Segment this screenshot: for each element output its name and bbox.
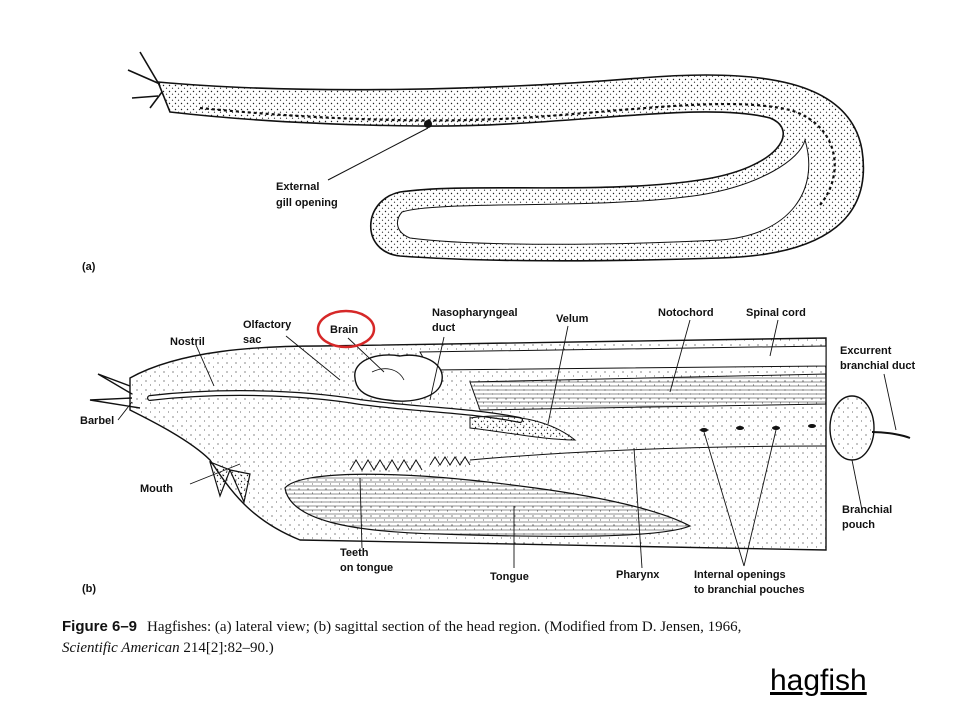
figure-caption: Figure 6–9 Hagfishes: (a) lateral view; (…: [62, 616, 762, 659]
label-excurrent-branchial-duct-1: Excurrent: [840, 345, 892, 357]
label-teeth-on-tongue-1: Teeth: [340, 547, 369, 559]
teeth: [349, 456, 471, 471]
label-spinal-cord: Spinal cord: [746, 307, 806, 319]
velum: [469, 415, 577, 441]
label-branchial-pouch-2: pouch: [842, 519, 875, 531]
label-mouth: Mouth: [140, 483, 173, 495]
label-notochord: Notochord: [658, 307, 714, 319]
label-olfactory-sac-2: sac: [243, 334, 261, 346]
label-panel-a: (a): [82, 261, 96, 273]
label-olfactory-sac-1: Olfactory: [243, 319, 292, 331]
label-nasopharyngeal-duct-2: duct: [432, 322, 456, 334]
label-brain: Brain: [330, 324, 358, 336]
brain-highlight-circle: [316, 309, 376, 349]
label-pharynx: Pharynx: [616, 569, 660, 581]
label-external-gill-opening-1: External: [276, 181, 319, 193]
section-barbels: [89, 373, 141, 409]
brain: [354, 354, 443, 402]
head-barbels: [127, 51, 163, 109]
label-internal-openings-1: Internal openings: [694, 569, 786, 581]
tail-fin: [397, 138, 810, 245]
label-nostril: Nostril: [170, 336, 205, 348]
notochord: [469, 373, 827, 411]
figure-number: Figure 6–9: [62, 618, 138, 635]
gill-opening-leader: [327, 127, 429, 181]
mouth-tentacles: [209, 460, 251, 504]
label-panel-b: (b): [82, 583, 96, 595]
label-branchial-pouch-1: Branchial: [842, 504, 892, 516]
label-velum: Velum: [556, 313, 589, 325]
label-internal-openings-2: to branchial pouches: [694, 584, 805, 596]
slide-title: hagfish: [770, 664, 867, 697]
label-tongue: Tongue: [490, 571, 529, 583]
caption-source-italic: Scientific American: [62, 640, 180, 656]
gill-opening: [424, 120, 432, 128]
excurrent-duct: [871, 431, 911, 439]
pharynx: [469, 445, 827, 461]
internal-openings: [700, 424, 816, 432]
label-external-gill-opening-2: gill opening: [276, 197, 338, 209]
label-nasopharyngeal-duct-1: Nasopharyngeal: [432, 307, 518, 319]
lateral-view-panel: External gill opening (a): [82, 51, 865, 273]
label-teeth-on-tongue-2: on tongue: [340, 562, 393, 574]
label-barbel: Barbel: [80, 415, 114, 427]
caption-text: Hagfishes: (a) lateral view; (b) sagitta…: [147, 619, 742, 635]
tongue: [284, 473, 692, 537]
pore-row: [199, 102, 836, 206]
branchial-pouch: [829, 395, 875, 461]
sagittal-section-panel: Nostril Olfactory sac Brain Nasopharynge…: [80, 307, 916, 596]
label-excurrent-branchial-duct-2: branchial duct: [840, 360, 916, 372]
leader-lines: [117, 319, 897, 569]
caption-citation: 214[2]:82–90.): [183, 640, 274, 656]
